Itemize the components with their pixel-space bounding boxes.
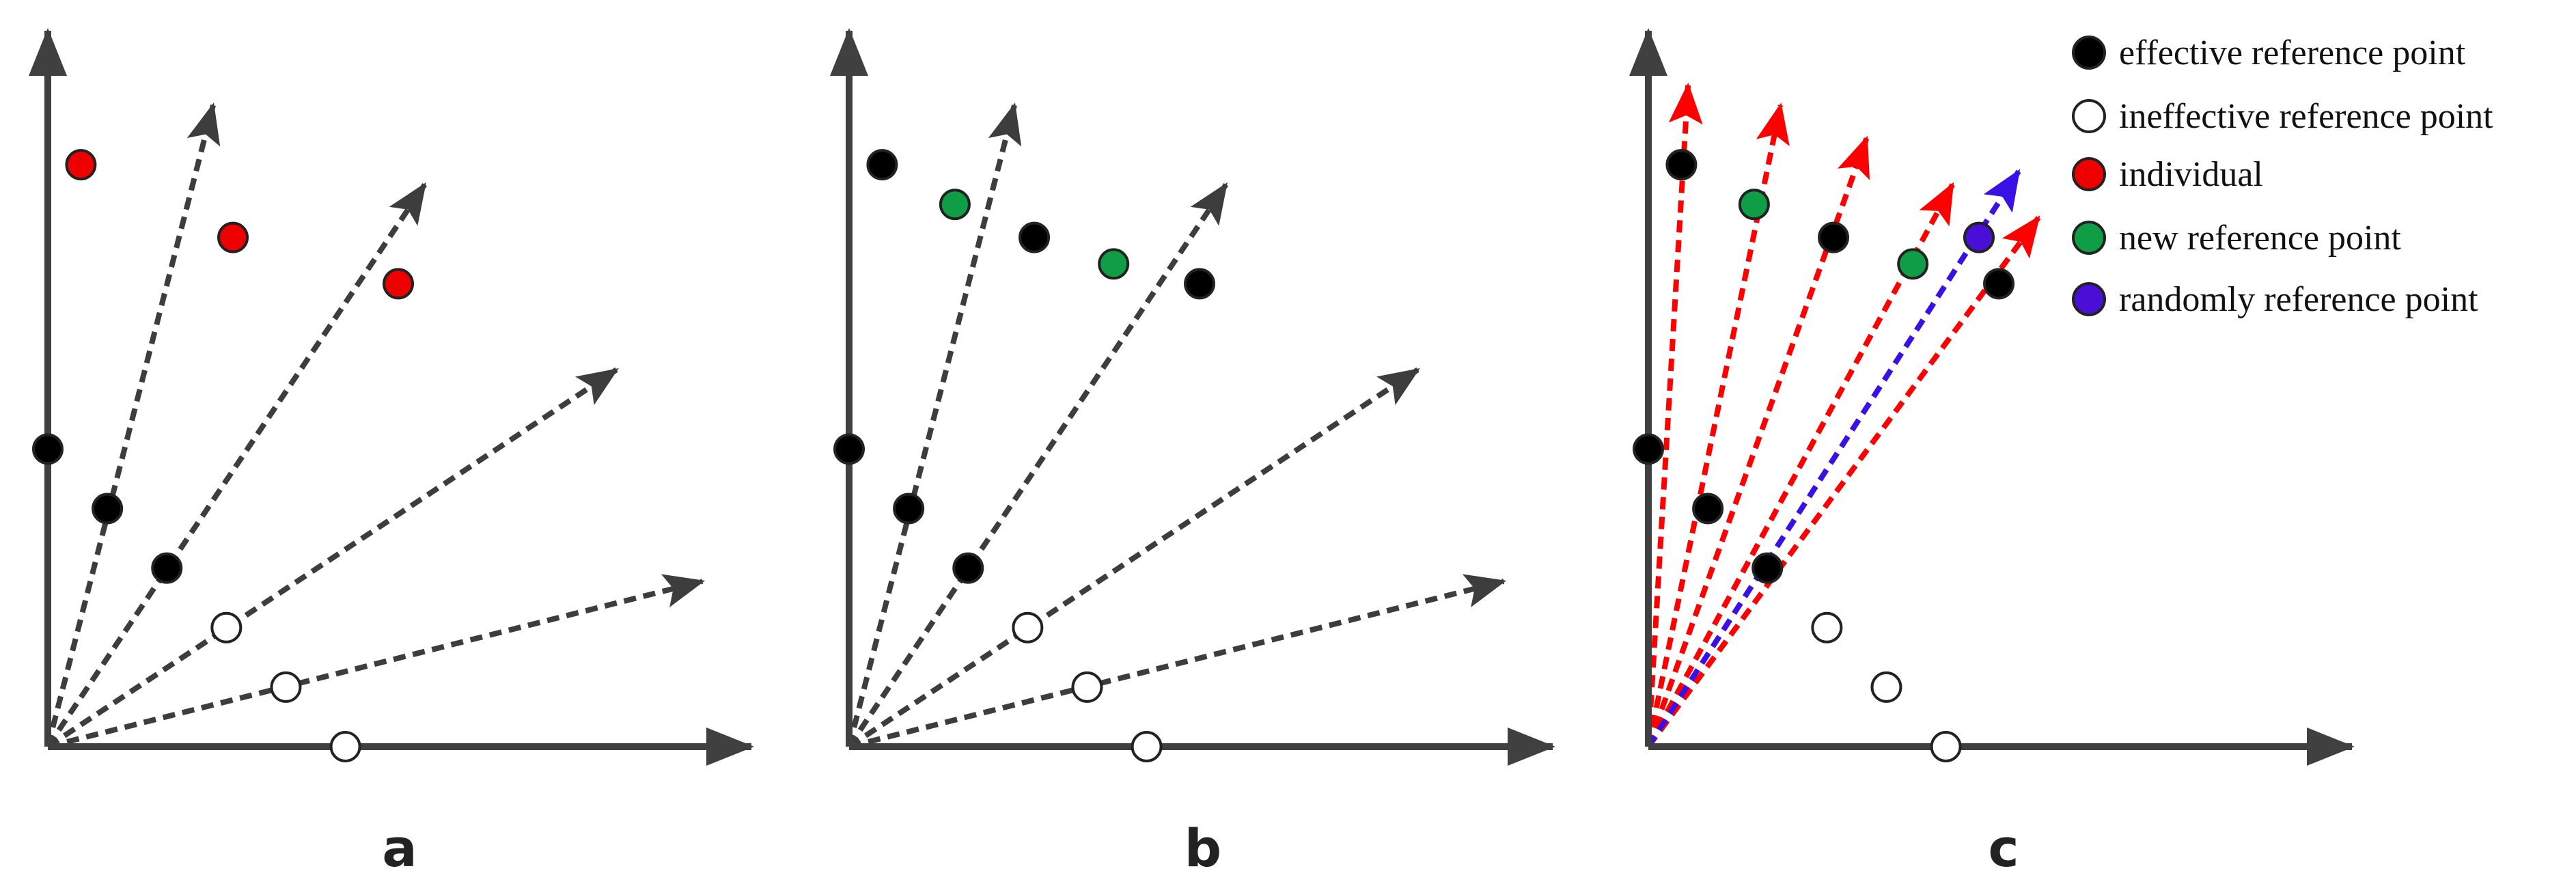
new_reference-extra-point-5 — [1897, 248, 1929, 280]
effective-extra-point-3 — [1983, 268, 2015, 300]
panel-b: b — [830, 28, 1555, 878]
ineffective-point-5 — [270, 671, 302, 703]
axes — [1629, 28, 2355, 766]
new_reference-extra-point-4 — [1738, 189, 1770, 221]
axes — [830, 28, 1555, 766]
ineffective-point-4 — [1811, 611, 1843, 643]
effective-point-2 — [1692, 493, 1724, 525]
direction-arrow-5 — [1646, 215, 2041, 749]
ineffective-point-4 — [210, 611, 243, 643]
random_reference-extra-point-6 — [1963, 221, 1995, 253]
effective-extra-point-1 — [1665, 149, 1698, 181]
effective-point-3 — [1751, 552, 1784, 584]
ineffective-point-6 — [1930, 731, 1962, 762]
ineffective-point-5 — [1870, 671, 1902, 703]
ineffective-point-4 — [1012, 611, 1044, 643]
direction-arrows — [846, 102, 1507, 749]
effective-point-3 — [952, 552, 984, 584]
points — [1633, 149, 2015, 762]
direction-arrow-2 — [45, 182, 428, 749]
effective-extra-point-2 — [1019, 221, 1051, 253]
legend-item-ineffective: ineffective reference point — [2072, 97, 2493, 136]
direction-arrows — [45, 102, 706, 749]
direction-arrow-4 — [1646, 182, 1955, 748]
effective-point-1 — [32, 433, 64, 465]
effective-point-2 — [92, 493, 124, 525]
legend-item-random-reference: randomly reference point — [2072, 280, 2478, 319]
legend-item-individual: individual — [2072, 155, 2263, 194]
panel-label-b: b — [1185, 818, 1221, 878]
legend-item-new-reference: new reference point — [2072, 219, 2401, 258]
direction-arrow-4 — [848, 574, 1507, 749]
effective-point-2 — [893, 493, 925, 525]
axes — [29, 28, 754, 766]
new_reference-extra-point-5 — [1098, 248, 1130, 280]
effective-extra-point-2 — [1818, 221, 1850, 253]
legend-label-effective: effective reference point — [2119, 33, 2466, 72]
new_reference-extra-point-4 — [939, 189, 971, 221]
direction-arrow-4 — [47, 574, 706, 749]
direction-arrow-1 — [846, 102, 1022, 747]
legend-marker-new-reference — [2072, 221, 2106, 255]
effective-extra-point-3 — [1184, 268, 1216, 300]
panel-label-c: c — [1988, 818, 2019, 878]
direction-arrows — [1646, 83, 2041, 749]
direction-arrow-6 — [1646, 169, 2021, 749]
effective-point-1 — [1633, 433, 1664, 465]
points — [833, 149, 1216, 762]
individual-extra-point-3 — [383, 268, 415, 300]
panel-label-a: a — [382, 818, 417, 878]
panel-a: a — [29, 28, 754, 878]
individual-extra-point-2 — [217, 221, 249, 253]
effective-point-1 — [833, 433, 865, 465]
ineffective-point-6 — [329, 731, 361, 762]
effective-point-3 — [151, 552, 183, 584]
legend-item-effective: effective reference point — [2072, 33, 2466, 72]
legend-marker-effective — [2072, 36, 2106, 70]
effective-extra-point-1 — [866, 149, 898, 181]
legend-label-random-reference: randomly reference point — [2119, 280, 2478, 319]
legend: effective reference point ineffective re… — [2072, 33, 2493, 319]
direction-arrow-1 — [1646, 83, 1703, 747]
direction-arrow-2 — [846, 182, 1229, 749]
ineffective-point-5 — [1071, 671, 1103, 703]
legend-marker-individual — [2072, 157, 2106, 191]
individual-extra-point-1 — [65, 149, 97, 181]
legend-label-new-reference: new reference point — [2119, 219, 2401, 258]
direction-arrow-3 — [46, 367, 619, 749]
legend-marker-random-reference — [2072, 282, 2106, 316]
direction-arrow-3 — [847, 367, 1420, 749]
legend-label-ineffective: ineffective reference point — [2119, 97, 2493, 136]
panel-c: c — [1629, 28, 2355, 878]
ineffective-point-6 — [1131, 731, 1163, 762]
legend-label-individual: individual — [2119, 155, 2263, 194]
direction-arrow-1 — [45, 102, 221, 747]
legend-marker-ineffective — [2072, 99, 2106, 133]
points — [32, 149, 415, 762]
